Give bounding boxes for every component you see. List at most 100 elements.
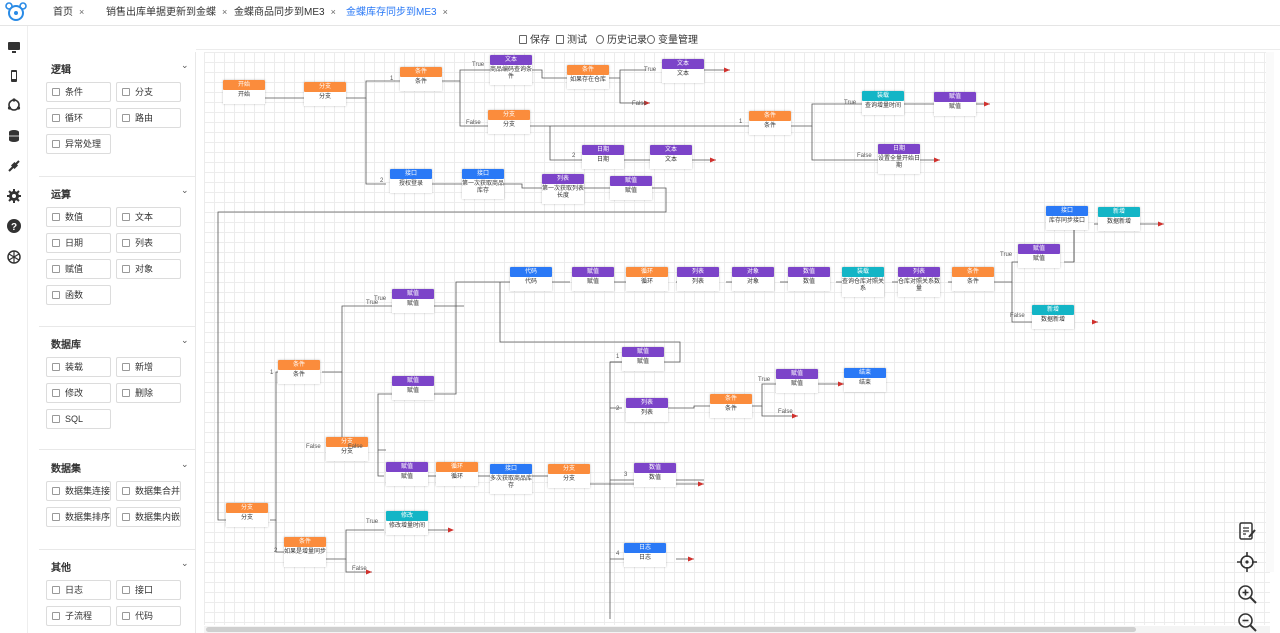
comp-log[interactable]: 日志: [46, 580, 111, 600]
flow-node[interactable]: 日期设置全量开始日期: [878, 144, 920, 174]
flow-node[interactable]: 对象对象: [732, 267, 774, 291]
tab-sales-outbound[interactable]: 销售出库单据更新到金蝶×: [106, 0, 227, 26]
flow-node[interactable]: 接口第一次获取商品库存: [462, 169, 504, 199]
flow-canvas[interactable]: 开始开始 分支分支 条件条件 文本商品编码查询条件 条件如果存在仓库 文本文本 …: [204, 52, 1270, 625]
scrollbar-thumb[interactable]: [206, 627, 1136, 632]
chevron-down-icon[interactable]: ⌄: [181, 558, 189, 568]
comp-list[interactable]: 列表: [116, 233, 181, 253]
flow-node[interactable]: 接口授权登录: [390, 169, 432, 193]
comp-dataset-nest[interactable]: 数据集内嵌: [116, 507, 181, 527]
comp-update[interactable]: 修改: [46, 383, 111, 403]
openai-icon[interactable]: [5, 248, 23, 266]
comp-function[interactable]: 函数: [46, 285, 111, 305]
comp-branch[interactable]: 分支: [116, 82, 181, 102]
close-icon[interactable]: ×: [330, 7, 336, 17]
horizontal-scrollbar[interactable]: [204, 626, 1270, 633]
flow-node[interactable]: 列表第一次获取列表长度: [542, 174, 584, 204]
flow-node[interactable]: 列表仓库对照关系数量: [898, 267, 940, 297]
flow-node[interactable]: 条件如果存在仓库: [567, 65, 609, 89]
zoom-in-icon[interactable]: [1236, 583, 1258, 605]
comp-assign[interactable]: 赋值: [46, 259, 111, 279]
zoom-out-icon[interactable]: [1236, 611, 1258, 633]
flow-node[interactable]: 文本文本: [650, 145, 692, 169]
flow-node[interactable]: 列表列表: [626, 398, 668, 422]
comp-date[interactable]: 日期: [46, 233, 111, 253]
flow-node[interactable]: 数值数值: [634, 463, 676, 487]
chevron-down-icon[interactable]: ⌄: [181, 60, 189, 70]
flow-node[interactable]: 赋值赋值: [776, 369, 818, 393]
test-button[interactable]: 测试: [556, 31, 587, 46]
flow-node[interactable]: 分支分支: [488, 110, 530, 134]
mobile-icon[interactable]: [5, 67, 23, 85]
comp-loop[interactable]: 循环: [46, 108, 111, 128]
comp-route[interactable]: 路由: [116, 108, 181, 128]
flow-node[interactable]: 开始开始: [223, 80, 265, 104]
target-icon[interactable]: [1236, 551, 1258, 573]
app-logo[interactable]: [4, 2, 28, 24]
flow-node[interactable]: 日志日志: [624, 543, 666, 567]
flow-node[interactable]: 装载查询增量时间: [862, 91, 904, 115]
vertical-scrollbar[interactable]: [1266, 52, 1274, 572]
close-icon[interactable]: ×: [79, 7, 85, 17]
comp-condition[interactable]: 条件: [46, 82, 111, 102]
flow-node[interactable]: 条件条件: [952, 267, 994, 291]
flow-node[interactable]: 文本商品编码查询条件: [490, 55, 532, 85]
flow-node[interactable]: 分支分支: [326, 437, 368, 461]
comp-code[interactable]: 代码: [116, 606, 181, 626]
flow-node[interactable]: 循环循环: [626, 267, 668, 291]
close-icon[interactable]: ×: [442, 7, 448, 17]
flow-node[interactable]: 分支分支: [548, 464, 590, 488]
edit-icon[interactable]: [1236, 520, 1258, 542]
comp-dataset-merge[interactable]: 数据集合并: [116, 481, 181, 501]
close-icon[interactable]: ×: [222, 7, 228, 17]
flow-node[interactable]: 条件条件: [749, 111, 791, 135]
comp-load[interactable]: 装载: [46, 357, 111, 377]
save-button[interactable]: 保存: [519, 31, 550, 46]
flow-node[interactable]: 数值数值: [788, 267, 830, 291]
database-icon[interactable]: [5, 127, 23, 145]
flow-node[interactable]: 赋值赋值: [392, 289, 434, 313]
comp-dataset-join[interactable]: 数据集连接: [46, 481, 111, 501]
flow-node[interactable]: 赋值赋值: [610, 176, 652, 200]
monitor-icon[interactable]: [5, 38, 23, 56]
flow-node[interactable]: 赋值赋值: [622, 347, 664, 371]
comp-api[interactable]: 接口: [116, 580, 181, 600]
chevron-down-icon[interactable]: ⌄: [181, 185, 189, 195]
comp-insert[interactable]: 新增: [116, 357, 181, 377]
comp-exception[interactable]: 异常处理: [46, 134, 111, 154]
flow-node[interactable]: 接口多次获取商品库存: [490, 464, 532, 494]
flow-node[interactable]: 结束结束: [844, 368, 886, 392]
tab-inventory-sync[interactable]: 金蝶库存同步到ME3×: [346, 0, 448, 26]
flow-node[interactable]: 赋值赋值: [572, 267, 614, 291]
variables-button[interactable]: 变量管理: [647, 31, 698, 46]
flow-node[interactable]: 修改修改增量时间: [386, 511, 428, 535]
comp-sql[interactable]: SQL: [46, 409, 111, 429]
flow-node[interactable]: 赋值赋值: [386, 462, 428, 486]
comp-number[interactable]: 数值: [46, 207, 111, 227]
chevron-down-icon[interactable]: ⌄: [181, 335, 189, 345]
flow-node[interactable]: 条件条件: [400, 67, 442, 91]
plugin-icon[interactable]: [5, 157, 23, 175]
gear-icon[interactable]: [5, 187, 23, 205]
flow-node[interactable]: 条件如果是增量同步: [284, 537, 326, 567]
history-button[interactable]: 历史记录: [596, 31, 647, 46]
flow-node[interactable]: 分支分支: [304, 82, 346, 106]
flow-node[interactable]: 条件条件: [278, 360, 320, 384]
flow-node[interactable]: 新增数据新增: [1098, 207, 1140, 231]
flow-node[interactable]: 赋值赋值: [934, 92, 976, 116]
flow-node[interactable]: 接口库存同步接口: [1046, 206, 1088, 230]
flow-node[interactable]: 代码代码: [510, 267, 552, 291]
flow-node[interactable]: 赋值赋值: [392, 376, 434, 400]
flow-node[interactable]: 循环循环: [436, 462, 478, 486]
flow-node[interactable]: 条件条件: [710, 394, 752, 418]
flow-node[interactable]: 文本文本: [662, 59, 704, 83]
flow-node[interactable]: 新增数据新增: [1032, 305, 1074, 329]
comp-object[interactable]: 对象: [116, 259, 181, 279]
comp-delete[interactable]: 删除: [116, 383, 181, 403]
flow-node[interactable]: 列表列表: [677, 267, 719, 291]
flow-node[interactable]: 装载查询仓库对照关系: [842, 267, 884, 297]
flow-node[interactable]: 分支分支: [226, 503, 268, 527]
comp-dataset-sort[interactable]: 数据集排序: [46, 507, 111, 527]
network-icon[interactable]: [5, 96, 23, 114]
tab-home[interactable]: 首页×: [53, 0, 84, 26]
